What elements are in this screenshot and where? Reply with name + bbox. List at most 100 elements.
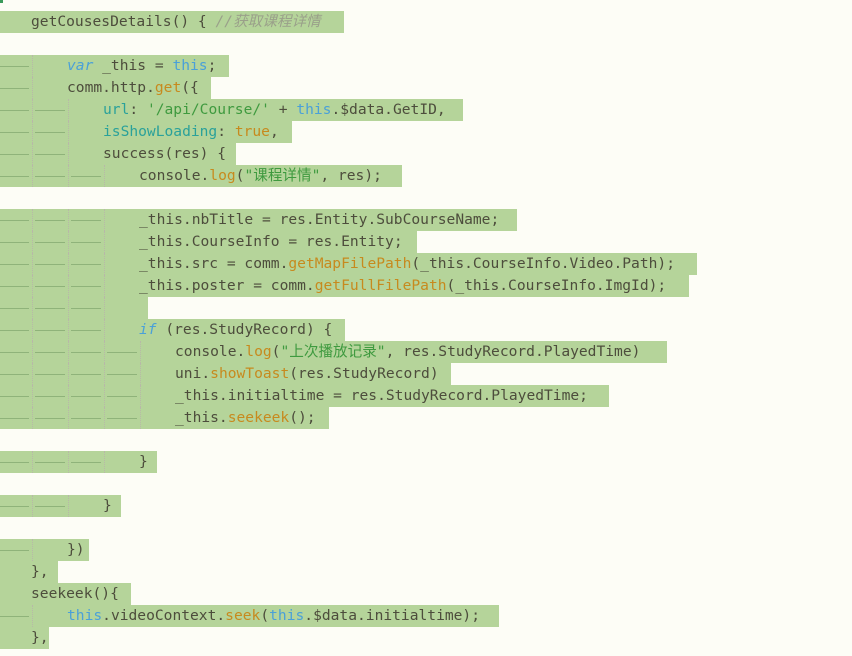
selection-highlight [0, 11, 344, 33]
code-line[interactable]: _this.seekeek(); [0, 407, 852, 429]
indent-guide [32, 77, 34, 99]
code-text: } [103, 495, 112, 517]
code-text: isShowLoading: true, [103, 121, 279, 143]
indent-guide [68, 253, 70, 275]
code-token: GetID [392, 101, 437, 118]
indent-guide [68, 99, 70, 121]
indent-guide [32, 385, 34, 407]
whitespace-tab-marker [35, 462, 65, 463]
code-line[interactable]: url: '/api/Course/' + this.$data.GetID, [0, 99, 852, 121]
selection-highlight [0, 627, 49, 649]
indent-guide [68, 209, 70, 231]
code-line[interactable]: var _this = this; [0, 55, 852, 77]
selection-highlight [0, 275, 689, 297]
code-line[interactable]: console.log("上次播放记录", res.StudyRecord.Pl… [0, 341, 852, 363]
whitespace-tab-marker [71, 264, 101, 265]
whitespace-tab-marker [71, 176, 101, 177]
code-line[interactable]: if (res.StudyRecord) { [0, 319, 852, 341]
code-token: .$data. [331, 101, 393, 118]
whitespace-tab-marker [0, 242, 29, 243]
code-line[interactable] [0, 429, 852, 451]
indent-guide [68, 363, 70, 385]
code-text: _this.initialtime = res.StudyRecord.Play… [175, 385, 588, 407]
indent-guide [68, 319, 70, 341]
whitespace-tab-marker [0, 462, 29, 463]
code-line[interactable]: uni.showToast(res.StudyRecord) [0, 363, 852, 385]
code-line[interactable]: console.log("课程详情", res); [0, 165, 852, 187]
code-line[interactable]: }, [0, 627, 852, 649]
code-line[interactable] [0, 297, 852, 319]
whitespace-tab-marker [35, 154, 65, 155]
code-line[interactable]: _this.poster = comm.getFullFilePath(_thi… [0, 275, 852, 297]
indent-guide [32, 341, 34, 363]
selection-highlight [0, 209, 517, 231]
code-line[interactable]: _this.CourseInfo = res.Entity; [0, 231, 852, 253]
code-line[interactable]: } [0, 495, 852, 517]
whitespace-tab-marker [35, 396, 65, 397]
code-line[interactable]: getCousesDetails() { //获取课程详情 [0, 11, 852, 33]
code-text: if (res.StudyRecord) { [139, 319, 332, 341]
selection-highlight [0, 539, 89, 561]
code-line[interactable]: _this.nbTitle = res.Entity.SubCourseName… [0, 209, 852, 231]
whitespace-tab-marker [107, 374, 137, 375]
whitespace-tab-marker [35, 242, 65, 243]
code-line[interactable]: _this.initialtime = res.StudyRecord.Play… [0, 385, 852, 407]
whitespace-tab-marker [107, 352, 137, 353]
code-token: getCousesDetails() { [31, 13, 216, 30]
code-token: console. [139, 167, 210, 184]
code-text: uni.showToast(res.StudyRecord) [175, 363, 439, 385]
code-token: getFullFilePath [314, 277, 447, 294]
indent-guide [32, 451, 34, 473]
selection-highlight [0, 341, 667, 363]
code-token: "上次播放记录" [280, 343, 386, 360]
selection-highlight [0, 319, 345, 341]
code-line[interactable]: this.videoContext.seek(this.$data.initia… [0, 605, 852, 627]
whitespace-tab-marker [0, 88, 29, 89]
whitespace-tab-marker [0, 418, 29, 419]
code-text: this.videoContext.seek(this.$data.initia… [67, 605, 480, 627]
code-text: _this.nbTitle = res.Entity.SubCourseName… [139, 209, 499, 231]
code-token: seek [225, 607, 261, 624]
selection-highlight [0, 121, 292, 143]
whitespace-tab-marker [35, 352, 65, 353]
code-line[interactable]: } [0, 451, 852, 473]
code-token: .$data.initialtime); [304, 607, 481, 624]
code-token: : [129, 101, 147, 118]
whitespace-tab-marker [0, 110, 29, 111]
whitespace-tab-marker [35, 220, 65, 221]
selection-highlight [0, 583, 131, 605]
code-token: }, [31, 629, 49, 646]
code-token: this [269, 607, 305, 624]
code-token: }) [67, 541, 85, 558]
indent-guide [68, 385, 70, 407]
selection-highlight [0, 385, 609, 407]
code-line[interactable] [0, 517, 852, 539]
whitespace-tab-marker [35, 418, 65, 419]
indent-guide [104, 319, 106, 341]
indent-guide [104, 297, 106, 319]
code-token: _this = [93, 57, 173, 74]
whitespace-tab-marker [35, 286, 65, 287]
selection-highlight [0, 561, 58, 583]
code-token: : [217, 123, 235, 140]
code-line[interactable]: }) [0, 539, 852, 561]
code-line[interactable]: }, [0, 561, 852, 583]
code-line[interactable]: _this.src = comm.getMapFilePath(_this.Co… [0, 253, 852, 275]
indent-guide [104, 341, 106, 363]
whitespace-tab-marker [0, 396, 29, 397]
code-line[interactable] [0, 473, 852, 495]
code-line[interactable] [0, 187, 852, 209]
code-line[interactable] [0, 33, 852, 55]
code-line[interactable]: success(res) { [0, 143, 852, 165]
code-line[interactable]: comm.http.get({ [0, 77, 852, 99]
indent-guide [140, 341, 142, 363]
whitespace-tab-marker [71, 330, 101, 331]
indent-guide [32, 231, 34, 253]
code-token: (); [289, 409, 316, 426]
code-line[interactable]: isShowLoading: true, [0, 121, 852, 143]
code-text: }) [67, 539, 85, 561]
whitespace-tab-marker [71, 308, 101, 309]
code-text: success(res) { [103, 143, 226, 165]
code-line[interactable]: seekeek(){ [0, 583, 852, 605]
